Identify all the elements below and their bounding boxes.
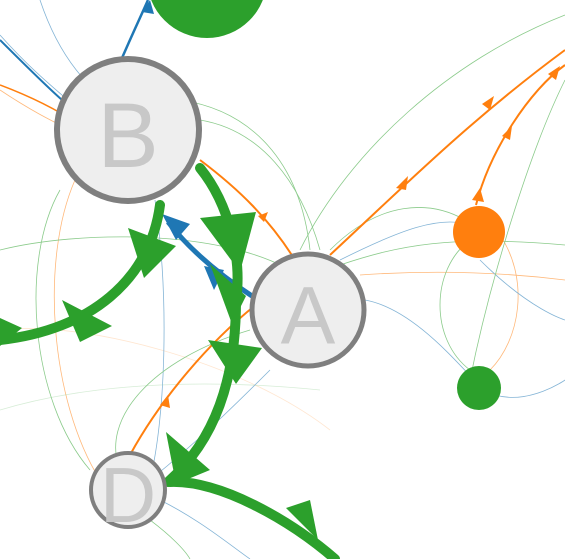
arrow-head [162, 214, 190, 240]
arrow-head [548, 66, 560, 80]
heavy-arrows [0, 212, 318, 540]
edge-orange-top-right [475, 64, 565, 206]
arrow-head [482, 96, 494, 110]
faint-edge [494, 379, 565, 398]
node-d[interactable]: D [89, 451, 167, 539]
edge-d-out-green [165, 476, 340, 559]
node-b[interactable]: B [54, 56, 202, 204]
faint-edge [299, 14, 565, 251]
arrow-head [0, 318, 22, 346]
arrow-head [502, 126, 512, 140]
faint-edge [199, 119, 321, 251]
node-green-right[interactable] [457, 366, 501, 410]
node-green-top[interactable] [147, 0, 267, 38]
edge-a-top-right [329, 49, 565, 256]
faint-edge [0, 383, 321, 411]
faint-edge [469, 79, 565, 381]
arrow-head [142, 0, 154, 14]
arrow-head [208, 340, 262, 384]
arrow-head [286, 500, 318, 540]
faint-edge [489, 234, 519, 371]
arrow-head [396, 176, 408, 190]
faint-edge [329, 207, 466, 251]
edge-d-a-orange [129, 299, 263, 456]
faint-edge [359, 271, 565, 281]
arrow-head [258, 212, 268, 222]
arrow-head [210, 264, 246, 324]
node-a-label: A [281, 271, 336, 362]
faint-edge [159, 499, 251, 559]
arrow-head [166, 432, 210, 484]
faint-edge [339, 240, 565, 266]
faint-edge [149, 199, 165, 481]
edge-b-left-green [0, 200, 165, 345]
edge-left-to-b [0, 39, 63, 101]
arrow-head [62, 300, 112, 342]
faint-edge [179, 99, 311, 251]
node-a[interactable]: A [249, 251, 367, 369]
edge-b-a-orange [199, 159, 296, 261]
arrow-head [160, 395, 170, 408]
faint-edge [439, 239, 471, 371]
node-d-label: D [100, 451, 156, 539]
faint-edge [479, 259, 565, 321]
node-b-label: B [97, 85, 158, 187]
arrow-head [200, 212, 256, 272]
arrow-head [472, 188, 484, 202]
edge-b-green-top [120, 0, 150, 59]
faint-edge [149, 519, 191, 559]
node-orange-right[interactable] [453, 206, 505, 258]
nodes: B A D [54, 0, 505, 539]
arrow-head [128, 228, 176, 278]
